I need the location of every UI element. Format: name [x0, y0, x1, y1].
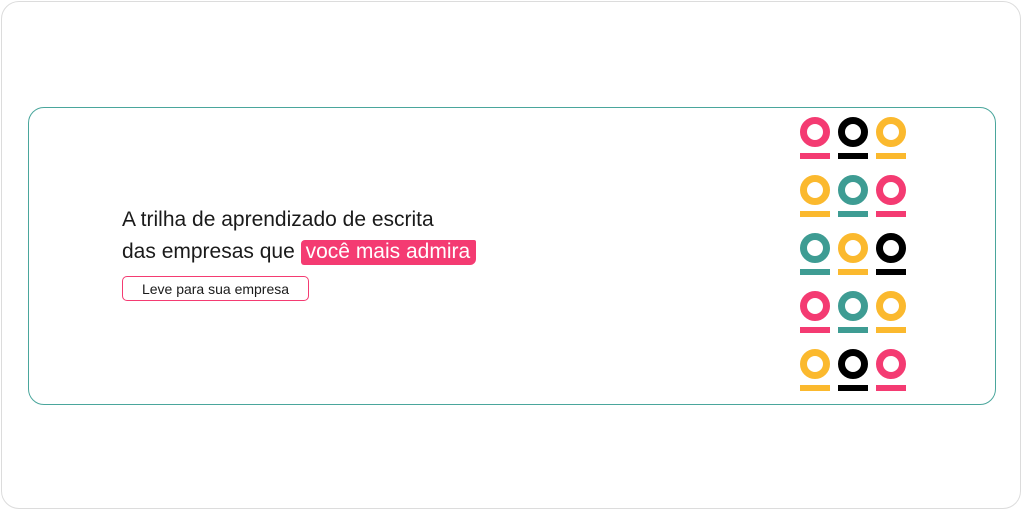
logo-mark-icon	[836, 349, 870, 392]
headline-line-1: A trilha de aprendizado de escrita	[122, 208, 434, 231]
bar-icon	[838, 211, 868, 217]
logo-mark-icon	[836, 233, 870, 276]
ring-icon	[800, 117, 830, 147]
headline-line-2: das empresas que você mais admira	[122, 236, 477, 268]
logo-mark-icon	[798, 291, 832, 334]
bar-icon	[800, 211, 830, 217]
logo-mark-icon	[874, 175, 908, 218]
ring-icon	[800, 233, 830, 263]
logo-mark-icon	[836, 291, 870, 334]
ring-icon	[876, 349, 906, 379]
ring-icon	[838, 291, 868, 321]
cta-button[interactable]: Leve para sua empresa	[122, 276, 309, 301]
logo-mark-icon	[798, 233, 832, 276]
logo-mark-icon	[874, 349, 908, 392]
bar-icon	[838, 269, 868, 275]
bar-icon	[876, 153, 906, 159]
logo-mark-icon	[798, 175, 832, 218]
headline-highlight: você mais admira	[300, 240, 477, 265]
logo-mark-icon	[836, 117, 870, 160]
bar-icon	[800, 269, 830, 275]
bar-icon	[800, 153, 830, 159]
logo-mark-grid	[798, 117, 908, 392]
ring-icon	[876, 175, 906, 205]
bar-icon	[876, 211, 906, 217]
ring-icon	[800, 175, 830, 205]
logo-mark-icon	[874, 233, 908, 276]
bar-icon	[800, 385, 830, 391]
ring-icon	[800, 349, 830, 379]
ring-icon	[838, 117, 868, 147]
logo-mark-icon	[798, 349, 832, 392]
logo-mark-icon	[874, 291, 908, 334]
bar-icon	[838, 327, 868, 333]
logo-mark-icon	[836, 175, 870, 218]
ring-icon	[876, 233, 906, 263]
ring-icon	[838, 233, 868, 263]
ring-icon	[838, 349, 868, 379]
ring-icon	[838, 175, 868, 205]
ring-icon	[876, 291, 906, 321]
banner-card	[28, 107, 996, 405]
bar-icon	[876, 327, 906, 333]
bar-icon	[800, 327, 830, 333]
headline-line-2-text: das empresas que	[122, 240, 295, 263]
ring-icon	[876, 117, 906, 147]
headline: A trilha de aprendizado de escrita das e…	[122, 204, 477, 268]
bar-icon	[876, 269, 906, 275]
logo-mark-icon	[874, 117, 908, 160]
bar-icon	[838, 385, 868, 391]
ring-icon	[800, 291, 830, 321]
bar-icon	[838, 153, 868, 159]
logo-mark-icon	[798, 117, 832, 160]
bar-icon	[876, 385, 906, 391]
